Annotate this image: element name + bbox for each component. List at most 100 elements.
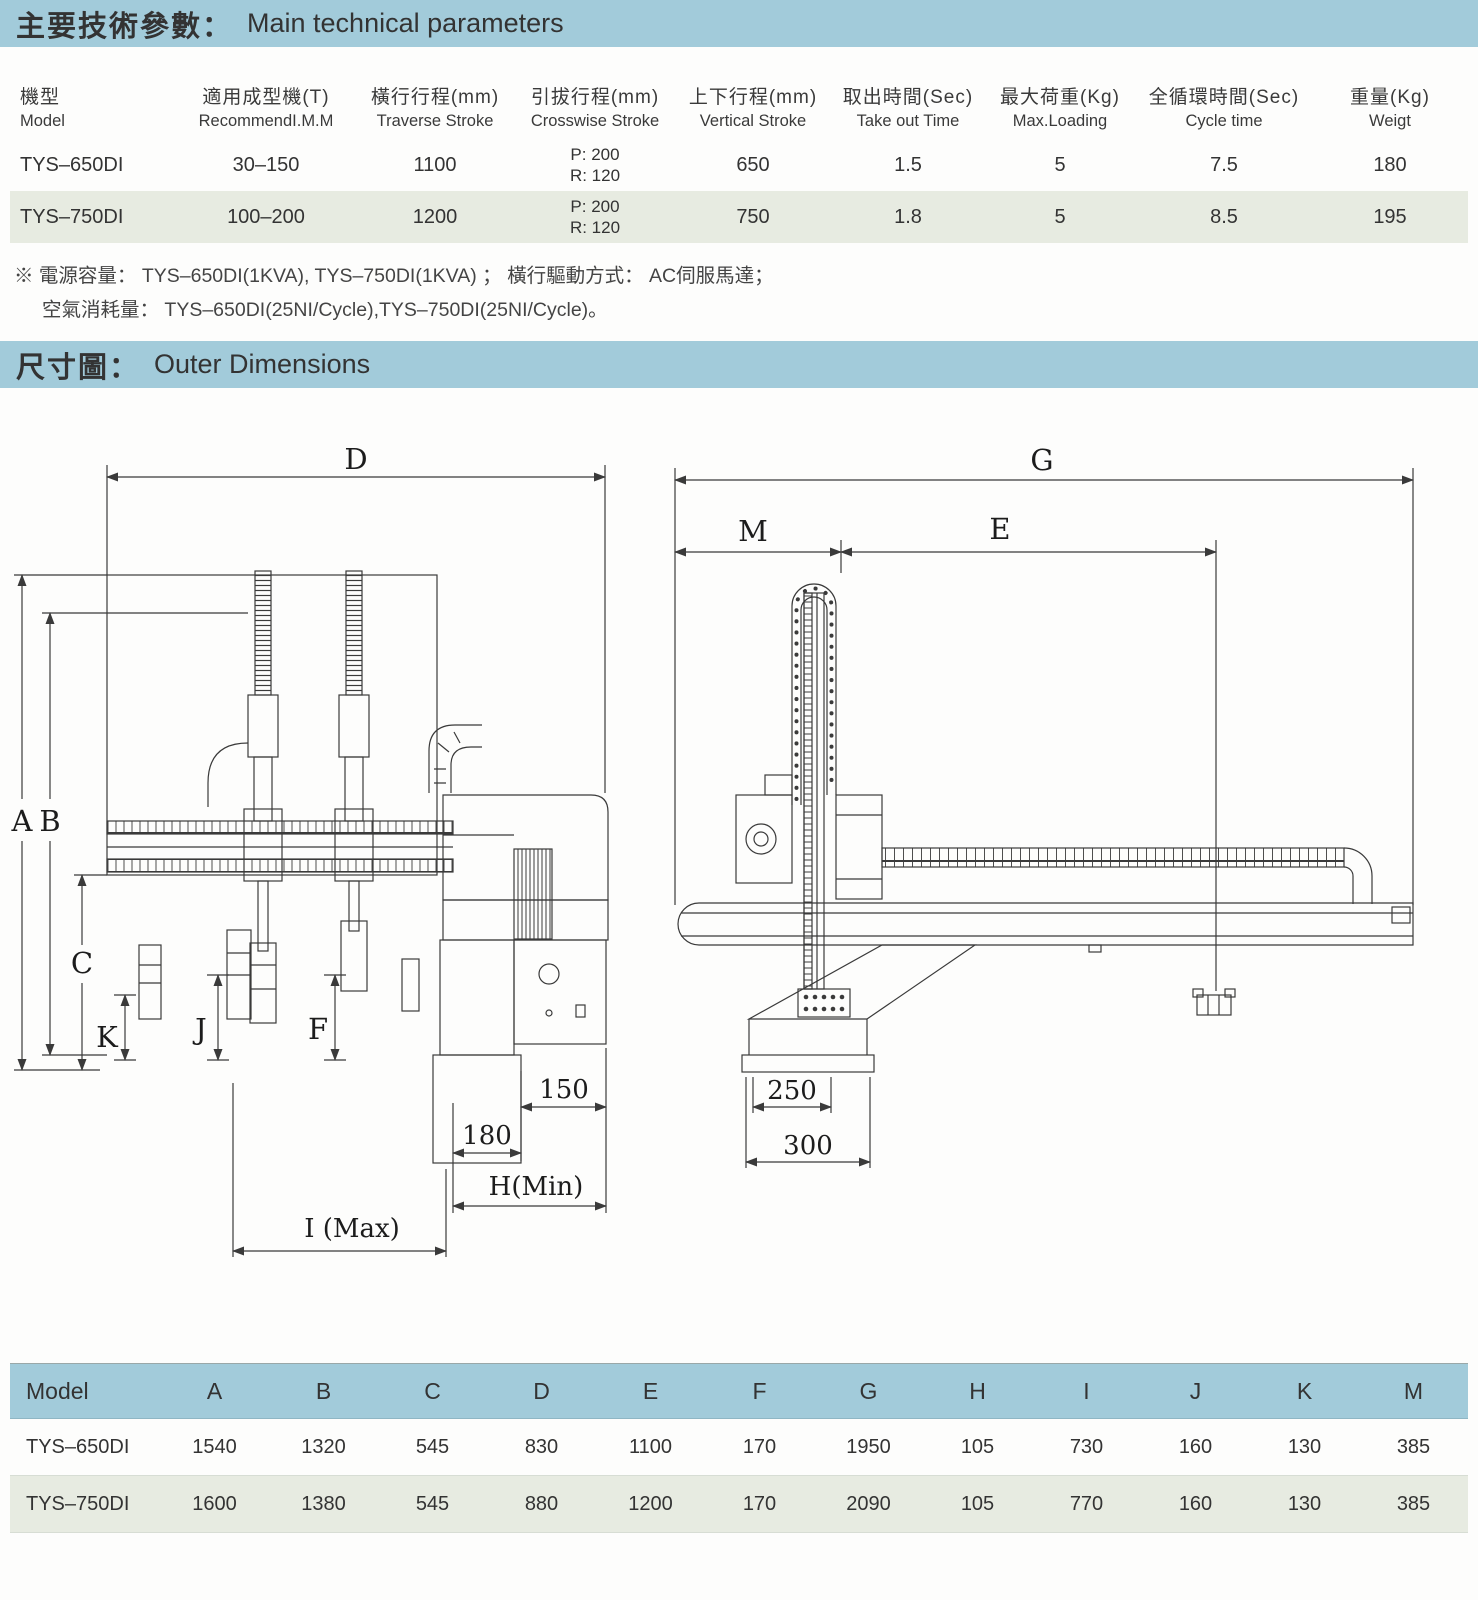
cell-loading: 5	[1054, 153, 1066, 176]
dims-cell-k: 130	[1287, 1492, 1322, 1515]
section-header-parameters: 主要技術參數： Main technical parameters	[0, 0, 1478, 47]
dims-col-b: B	[315, 1377, 332, 1404]
footnote-line2: 空氣消耗量： TYS–650DI(25NI/Cycle),TYS–750DI(2…	[42, 299, 608, 322]
dim-label-b: B	[39, 804, 60, 838]
cell-loading: 5	[1054, 205, 1066, 228]
side-view-machine-outline	[674, 468, 1414, 1169]
dimensions-title-en: Outer Dimensions	[154, 349, 371, 380]
cell-crosswise-p: P: 200	[570, 144, 620, 164]
cell-takeout: 1.5	[894, 153, 922, 176]
cell-takeout: 1.8	[894, 205, 922, 228]
cell-vertical: 650	[736, 153, 770, 176]
col-weight-en: Weigt	[1369, 112, 1411, 130]
dim-label-k: K	[96, 1020, 119, 1054]
cell-cycle: 8.5	[1210, 205, 1238, 228]
cell-imm: 30–150	[232, 153, 300, 176]
cell-model: TYS–650DI	[20, 153, 124, 176]
col-imm-zh: 適用成型機(T)	[202, 87, 330, 108]
col-cycle-zh: 全循環時間(Sec)	[1148, 87, 1300, 108]
col-header-crosswise: 引拔行程(mm) Crosswise Stroke	[516, 59, 674, 139]
col-header-vertical: 上下行程(mm) Vertical Stroke	[674, 59, 832, 139]
dims-cell-model: TYS–750DI	[26, 1492, 130, 1515]
dims-row-tys650: TYS–650DI 1540 1320 545 830 1100 170 195…	[10, 1419, 1468, 1476]
dims-col-k: K	[1296, 1377, 1313, 1404]
dim-label-c: C	[71, 946, 93, 980]
dims-col-d: D	[533, 1377, 550, 1404]
col-header-cycle: 全循環時間(Sec) Cycle time	[1136, 59, 1312, 139]
cell-model: TYS–750DI	[20, 205, 124, 228]
col-model-zh: 機型	[20, 87, 61, 108]
dims-cell-model: TYS–650DI	[26, 1435, 130, 1458]
dim-label-m: M	[738, 514, 768, 548]
cell-cycle: 7.5	[1210, 153, 1238, 176]
cell-weight: 195	[1373, 205, 1407, 228]
dims-cell-j: 160	[1178, 1492, 1213, 1515]
dims-cell-a: 1600	[192, 1492, 237, 1515]
dims-cell-k: 130	[1287, 1435, 1322, 1458]
col-traverse-zh: 橫行行程(mm)	[370, 87, 500, 108]
section-header-dimensions: 尺寸圖： Outer Dimensions	[0, 341, 1478, 389]
dimensions-table: Model A B C D E F G H I J K M TYS–650DI …	[10, 1363, 1468, 1533]
dims-col-e: E	[642, 1377, 659, 1404]
dims-cell-g: 2090	[846, 1492, 891, 1515]
dims-cell-f: 170	[742, 1435, 777, 1458]
footnote-line1: ※ 電源容量： TYS–650DI(1KVA), TYS–750DI(1KVA)…	[14, 265, 774, 287]
dims-cell-j: 160	[1178, 1435, 1213, 1458]
col-header-weight: 重量(Kg) Weigt	[1312, 59, 1468, 139]
col-header-loading: 最大荷重(Kg) Max.Loading	[984, 59, 1136, 139]
dims-cell-f: 170	[742, 1492, 777, 1515]
front-view-machine-outline	[14, 465, 609, 1258]
col-takeout-zh: 取出時間(Sec)	[842, 87, 974, 108]
cell-crosswise-r: R: 120	[569, 218, 621, 237]
dim-label-d: D	[344, 442, 367, 476]
parameters-table: 機型 Model 適用成型機(T) RecommendI.M.M 橫行行程(mm…	[10, 59, 1468, 243]
parameters-title-en: Main technical parameters	[247, 8, 564, 38]
dims-cell-c: 545	[415, 1435, 450, 1458]
dims-cell-d: 830	[524, 1435, 559, 1458]
dims-cell-c: 545	[415, 1492, 450, 1515]
param-row-tys750: TYS–750DI 100–200 1200 P: 200 R: 120 750…	[10, 191, 1468, 243]
cell-traverse: 1100	[413, 153, 457, 176]
side-view-drawing: G M E 250 300	[674, 443, 1414, 1169]
col-vertical-zh: 上下行程(mm)	[688, 87, 818, 108]
parameters-header-row: 機型 Model 適用成型機(T) RecommendI.M.M 橫行行程(mm…	[10, 59, 1468, 139]
cell-traverse: 1200	[412, 205, 458, 228]
dims-col-h: H	[969, 1377, 986, 1404]
dim-label-300: 300	[783, 1131, 833, 1161]
dims-col-i: I	[1083, 1377, 1090, 1404]
cell-crosswise: P: 200 R: 120	[516, 139, 674, 191]
col-loading-en: Max.Loading	[1012, 112, 1108, 130]
dims-col-m: M	[1403, 1377, 1424, 1404]
parameters-title-zh: 主要技術參數：	[16, 10, 234, 43]
col-weight-zh: 重量(Kg)	[1350, 87, 1430, 108]
dims-cell-a: 1540	[192, 1435, 237, 1458]
dims-col-a: A	[206, 1377, 223, 1404]
dims-cell-e: 1200	[628, 1492, 673, 1515]
cell-crosswise: P: 200 R: 120	[516, 191, 674, 243]
col-header-imm: 適用成型機(T) RecommendI.M.M	[178, 59, 354, 139]
cell-vertical: 750	[736, 205, 770, 228]
col-imm-en: RecommendI.M.M	[198, 112, 334, 130]
dims-cell-m: 385	[1396, 1435, 1431, 1458]
dims-cell-b: 1380	[301, 1492, 346, 1515]
dims-cell-e: 1100	[628, 1435, 672, 1458]
dims-col-c: C	[424, 1377, 441, 1404]
col-crosswise-en: Crosswise Stroke	[530, 112, 660, 130]
col-header-model: 機型 Model	[10, 59, 178, 139]
outer-dimensions-drawings: D A B C K J F 150 180 H(Min) I (Max)	[0, 442, 1478, 1295]
footnotes: ※ 電源容量： TYS–650DI(1KVA), TYS–750DI(1KVA)…	[14, 259, 1464, 327]
cell-crosswise-r: R: 120	[569, 166, 621, 185]
dim-label-hmin: H(Min)	[489, 1172, 584, 1202]
col-takeout-en: Take out Time	[856, 112, 960, 130]
cell-crosswise-p: P: 200	[570, 196, 620, 216]
dim-label-250: 250	[767, 1076, 817, 1106]
dims-row-tys750: TYS–750DI 1600 1380 545 880 1200 170 209…	[10, 1475, 1468, 1533]
dim-label-g: G	[1030, 443, 1053, 477]
col-header-takeout: 取出時間(Sec) Take out Time	[832, 59, 984, 139]
dims-cell-b: 1320	[301, 1435, 346, 1458]
dim-label-180: 180	[462, 1121, 512, 1151]
cell-weight: 180	[1373, 153, 1407, 176]
dims-cell-m: 385	[1396, 1492, 1431, 1515]
dimensions-header-row: Model A B C D E F G H I J K M	[10, 1363, 1468, 1419]
